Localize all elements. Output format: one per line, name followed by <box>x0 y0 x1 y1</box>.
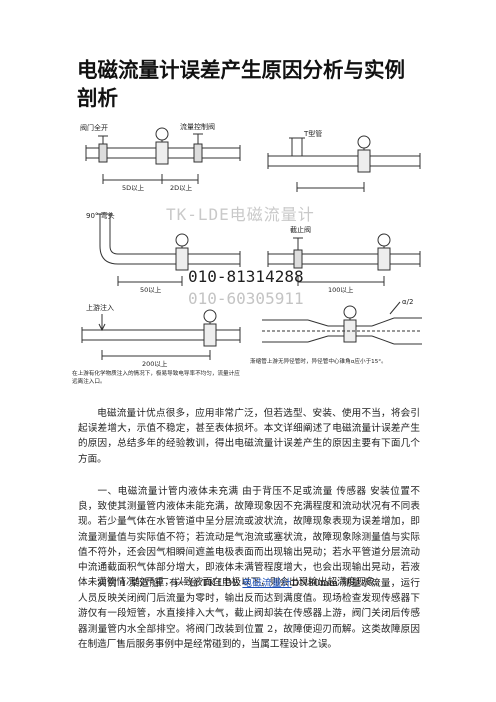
label-200d: 200以上 <box>142 359 168 368</box>
diagram-row2-right <box>267 233 421 286</box>
label-flow-control-valve: 流量控制阀 <box>180 122 215 131</box>
label-100d: 100以上 <box>328 285 354 294</box>
label-shutoff-valve: 截止阀 <box>290 225 311 234</box>
link-electromagnetic-flowmeter[interactable]: 电磁流量计 <box>242 578 292 589</box>
diagram-row2-left <box>97 213 241 286</box>
paragraph-intro: 电磁流量计优点很多，应用非常广泛，但若选型、安装、使用不当，将会引起误差增大，示… <box>78 406 420 467</box>
example-1-text-b: DN80mm 测量水流量，运行人员反映关闭阀门后流量为零时，输出反而达到满度值。… <box>78 578 420 650</box>
paragraph-section-1-text: 一、电磁流量计管内液体未充满 由于背压不足或流量 传感器 安装位置不良，致使其测… <box>78 486 420 589</box>
label-elbow: 90° 弯头 <box>86 211 115 220</box>
label-5d: 5D以上 <box>122 183 145 192</box>
label-upstream-inflow: 上游注入 <box>86 303 114 312</box>
label-angle: α/2 <box>402 298 413 306</box>
page-title: 电磁流量计误差产生原因分析与实例剖析 <box>77 58 405 110</box>
paragraph-section-1: 一、电磁流量计管内液体未充满 由于背压不足或流量 传感器 安装位置不良，致使其测… <box>78 484 420 590</box>
note-right: 渐缩管上游无异径管时，异径管中心锥角α应小于15°。 <box>250 359 387 365</box>
note-left: 在上游有化学物质注入的情况下，极易导致电导率不均匀，流量计应远离注入口。 <box>72 371 240 385</box>
paragraph-example-1: 实例 1 某造船厂有一台 TK-LDE 电磁流量计DN80mm 测量水流量，运行… <box>78 576 420 652</box>
label-50d: 50以上 <box>140 285 162 294</box>
diagram-row1-right <box>267 135 421 192</box>
installation-diagram: 阀门全开 流量控制阀 5D以上 2D以上 <box>72 118 428 394</box>
diagram-row3-right <box>262 301 422 345</box>
watermark-brand: TK-LDE电磁流量计 <box>166 205 315 224</box>
watermark-phone-1: 010-81314288 <box>188 267 304 286</box>
label-valve-full-open: 阀门全开 <box>80 123 108 132</box>
paragraph-intro-text: 电磁流量计优点很多，应用非常广泛，但若选型、安装、使用不当，将会引起误差增大，示… <box>78 408 420 465</box>
diagram-row3-left <box>81 309 241 360</box>
example-1-text-a: 实例 1 某造船厂有一台 TK-LDE <box>97 578 243 589</box>
label-2d: 2D以上 <box>170 183 193 192</box>
diagram-row1-left <box>85 127 241 184</box>
label-tee: T型管 <box>303 129 322 138</box>
watermark-phone-2: 010-60305911 <box>188 289 304 308</box>
